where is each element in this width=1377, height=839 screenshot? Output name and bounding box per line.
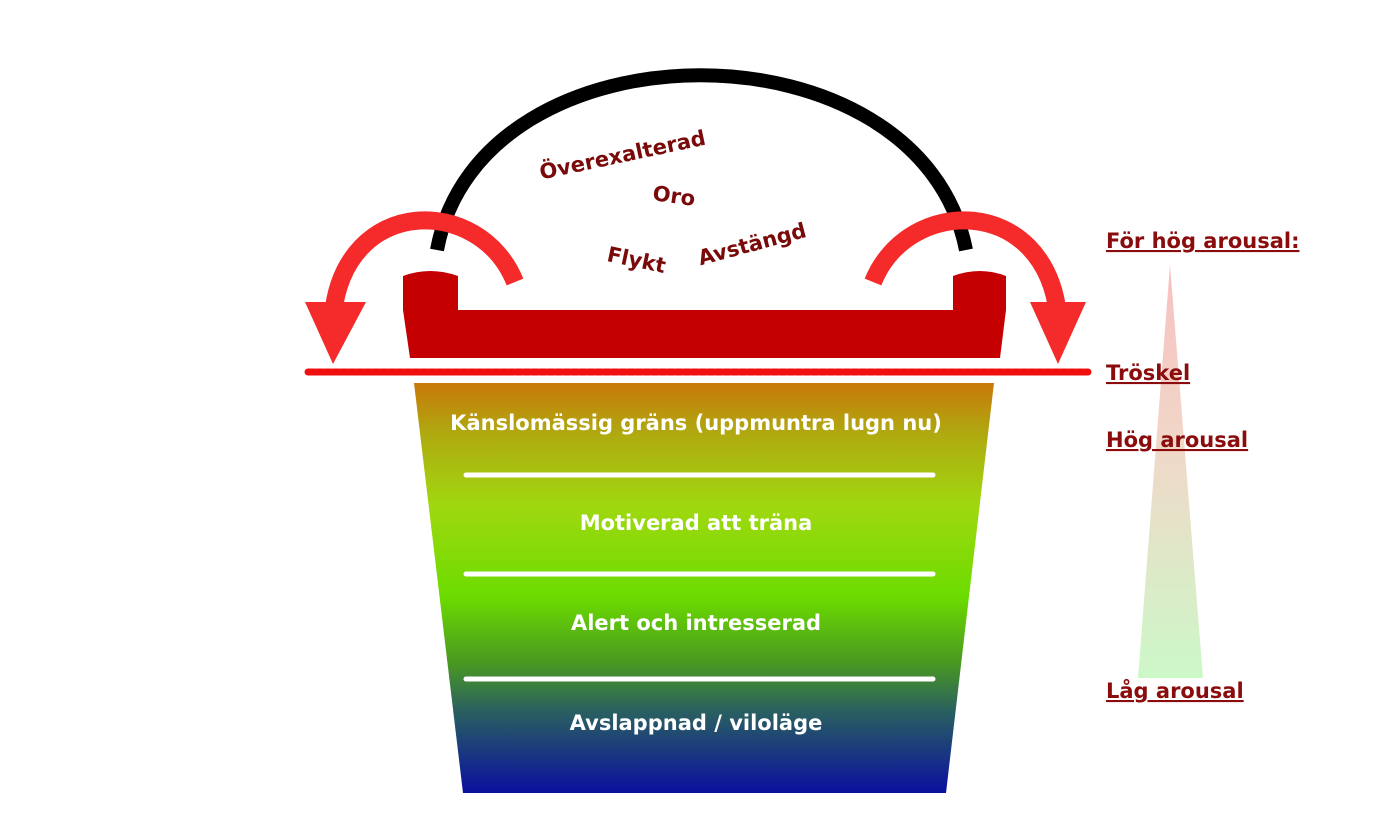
state-flight: Flykt (605, 242, 668, 278)
bucket-body (414, 383, 994, 793)
overflow-arrow-left (305, 211, 524, 364)
zone-motivated: Motiverad att träna (580, 511, 813, 535)
bucket-rim (403, 271, 1006, 358)
zone-relaxed: Avslappnad / viloläge (570, 711, 823, 735)
arousal-scale-wedge (1138, 265, 1203, 678)
label-too-high-arousal: För hög arousal: (1106, 229, 1299, 253)
zone-emotional-limit: Känslomässig gräns (uppmuntra lugn nu) (450, 411, 942, 435)
label-high-arousal: Hög arousal (1106, 428, 1248, 452)
zone-alert: Alert och intresserad (571, 611, 821, 635)
overflow-arrow-right (864, 211, 1086, 364)
label-threshold: Tröskel (1106, 361, 1190, 385)
bucket-handle (430, 68, 973, 252)
state-shutdown: Avstängd (696, 218, 809, 270)
state-worry: Oro (651, 181, 697, 211)
label-low-arousal: Låg arousal (1106, 678, 1244, 703)
state-overexcited: Överexalterad (537, 125, 708, 185)
